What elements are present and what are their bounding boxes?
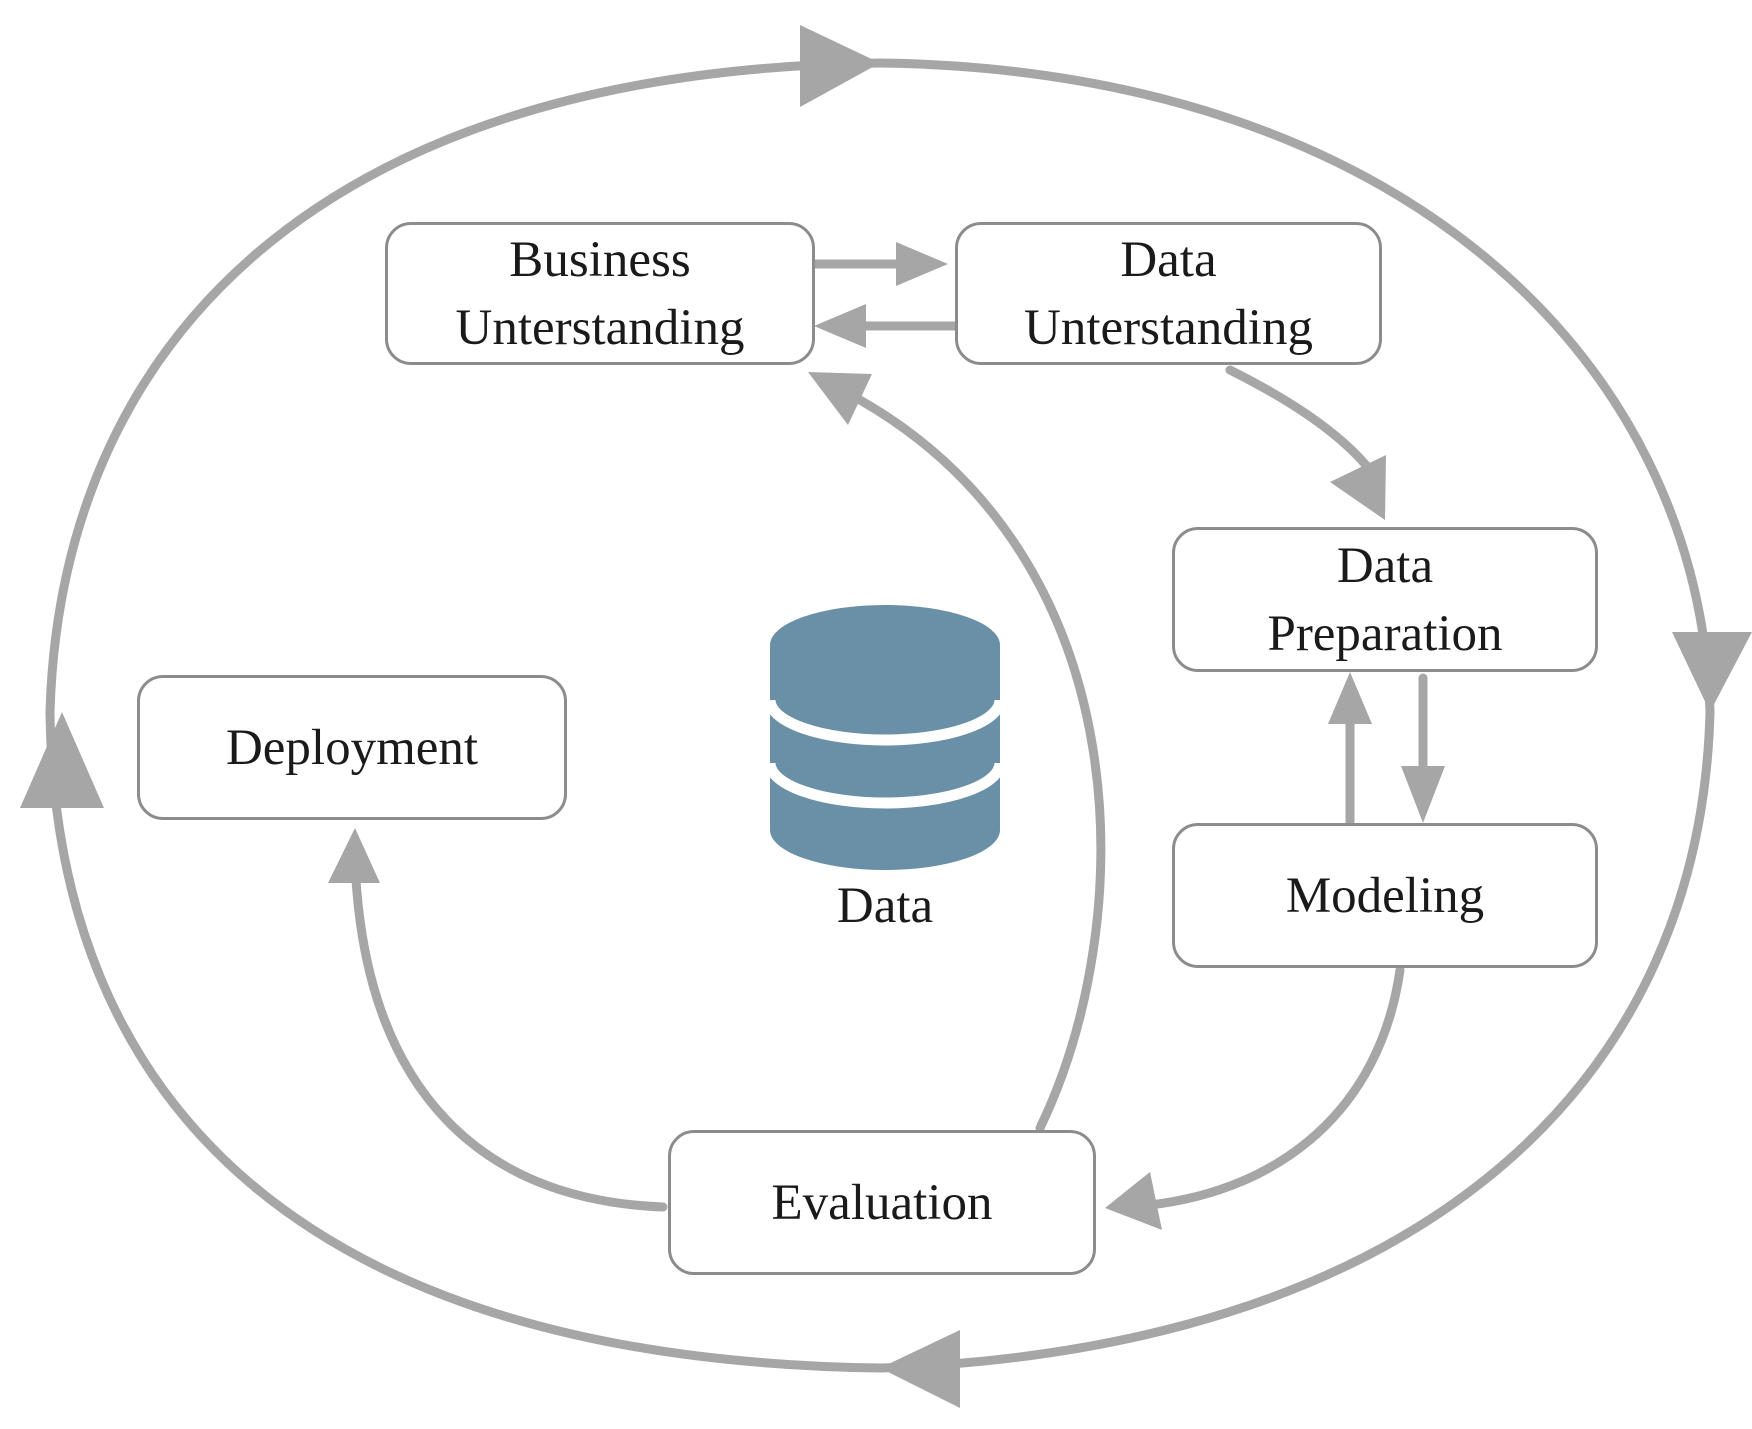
outer-cycle-right (875, 58, 1715, 717)
outer-cycle-arrowhead-bottom (880, 1330, 960, 1408)
business-understanding-line-1: Business (509, 231, 691, 288)
arrow-modeling-to-evaluation-line (1145, 965, 1405, 1210)
arrow-evaluation-to-business-line (855, 395, 1106, 1133)
deployment-box: Deployment (137, 675, 567, 820)
outer-cycle-bottom (875, 707, 1715, 1373)
arrow-business-to-data-head (896, 242, 948, 286)
arrow-modeling-to-preparation-head (1328, 672, 1372, 724)
data-store-label: Data (836, 878, 934, 934)
evaluation-box: Evaluation (668, 1130, 1096, 1275)
data-preparation-line-1: Data (1336, 537, 1434, 594)
data-preparation-box: Data Preparation (1172, 527, 1598, 672)
outer-cycle-left (45, 707, 885, 1373)
outer-cycle-arrowhead-right (1672, 632, 1752, 712)
arrow-modeling-to-evaluation-head (1105, 1172, 1162, 1230)
arrow-evaluation-to-deployment-line (351, 875, 668, 1212)
modeling-label: Modeling (1285, 867, 1485, 924)
outer-cycle-arrowhead-left (20, 712, 104, 808)
data-understanding-line-2: Unterstanding (1024, 299, 1313, 356)
arrow-understanding-to-preparation-head (1330, 455, 1386, 520)
business-understanding-line-2: Unterstanding (455, 299, 745, 356)
modeling-box: Modeling (1172, 823, 1598, 968)
outer-cycle-arrowhead-top (800, 25, 880, 107)
data-preparation-line-2: Preparation (1267, 605, 1503, 662)
database-icon (764, 605, 1006, 870)
arrow-preparation-to-modeling-head (1401, 766, 1445, 823)
arrow-understanding-to-preparation-line (1225, 365, 1375, 475)
deployment-label: Deployment (225, 719, 479, 776)
arrow-evaluation-to-business-head (808, 372, 872, 425)
arrow-evaluation-to-deployment-head (328, 828, 380, 883)
evaluation-label: Evaluation (771, 1174, 993, 1231)
data-understanding-line-1: Data (1120, 231, 1217, 288)
outer-cycle-top (45, 58, 885, 717)
data-understanding-box: Data Unterstanding (955, 222, 1382, 365)
business-understanding-box: Business Unterstanding (385, 222, 815, 365)
arrow-data-to-business-head (814, 304, 866, 348)
